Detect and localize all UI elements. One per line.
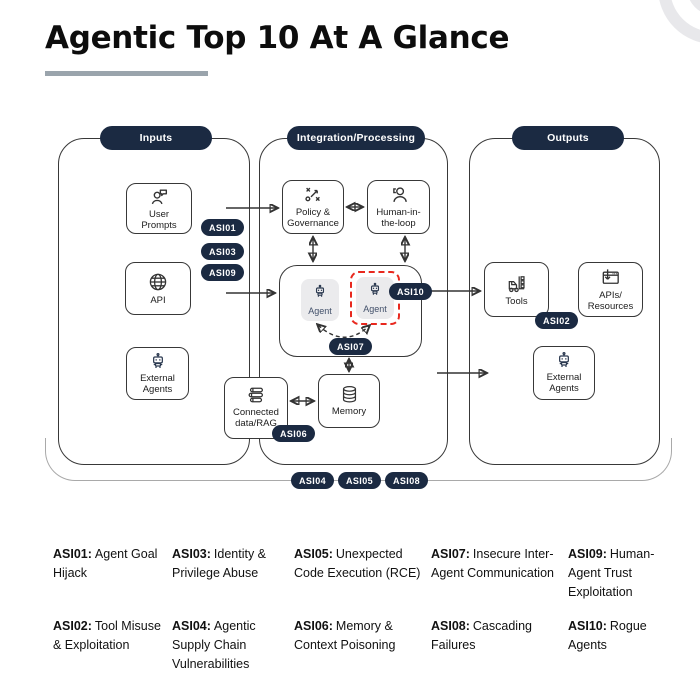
external-agents-inputs-label: External Agents [140, 372, 175, 395]
badge-asi10: ASI10 [389, 283, 433, 300]
badge-asi04: ASI04 [291, 472, 335, 489]
legend-item-asi10: ASI10:Rogue Agents [568, 619, 647, 652]
external-agents-outputs-node: External Agents [533, 346, 595, 400]
apis-resources-label: APIs/ Resources [587, 290, 634, 312]
forklift-icon [504, 272, 529, 295]
legend-item-asi08: ASI08:Cascading Failures [431, 619, 532, 652]
agent-left-label: Agent [308, 306, 332, 316]
robot-icon [312, 284, 328, 305]
external-agents-inputs-node: External Agents [126, 347, 189, 400]
legend-item-asi06: ASI06:Memory & Context Poisoning [294, 619, 396, 652]
title-underline [45, 71, 208, 76]
external-agents-outputs-label: External Agents [546, 372, 582, 394]
api-label: API [150, 295, 166, 307]
policy-governance-node: Policy & Governance [282, 180, 344, 234]
page-title: Agentic Top 10 At A Glance [45, 20, 510, 56]
connected-data-label: Connected data/RAG [233, 407, 279, 429]
user-prompts-label: User Prompts [141, 208, 177, 231]
connector-arrows [226, 0, 700, 510]
legend: ASI01:Agent Goal Hijack ASI03:Identity &… [53, 545, 683, 674]
badge-asi06: ASI06 [272, 425, 316, 442]
tools-label: Tools [505, 295, 528, 307]
badge-asi08: ASI08 [385, 472, 429, 489]
memory-label: Memory [331, 406, 367, 418]
badge-asi09: ASI09 [201, 264, 245, 281]
books-icon [244, 386, 268, 406]
legend-item-asi03: ASI03:Identity & Privilege Abuse [172, 547, 267, 580]
agent-right-node: Agent [356, 277, 394, 319]
badge-asi01: ASI01 [201, 219, 245, 236]
badge-asi07: ASI07 [329, 338, 373, 355]
person-chat-icon [148, 186, 170, 208]
integration-header-pill: Integration/Processing [287, 126, 425, 150]
agent-left-node: Agent [301, 279, 339, 321]
human-in-the-loop-node: Human-in-the-loop [367, 180, 430, 234]
legend-item-asi05: ASI05:Unexpected Code Execution (RCE) [294, 547, 421, 580]
badge-asi02: ASI02 [535, 312, 579, 329]
apis-resources-node: APIs/ Resources [578, 262, 643, 317]
badge-asi03: ASI03 [201, 243, 245, 260]
user-prompts-node: User Prompts [126, 183, 192, 234]
globe-icon [146, 270, 170, 294]
api-node: API [125, 262, 191, 315]
outputs-header-pill: Outputs [512, 126, 624, 150]
legend-item-asi02: ASI02:Tool Misuse & Exploitation [53, 619, 161, 652]
badge-asi05: ASI05 [338, 472, 382, 489]
strategy-icon [302, 184, 324, 206]
legend-item-asi04: ASI04:Agentic Supply Chain Vulnerabiliti… [172, 619, 256, 671]
robot-icon [554, 351, 574, 371]
tools-node: Tools [484, 262, 549, 317]
inputs-header-pill: Inputs [100, 126, 212, 150]
policy-governance-label: Policy & Governance [287, 207, 339, 229]
person-icon [388, 184, 410, 206]
robot-icon [148, 352, 168, 372]
arrow-agent-agent-dashed [318, 325, 369, 338]
browser-download-icon [599, 266, 622, 289]
legend-item-asi09: ASI09:Human-Agent Trust Exploitation [568, 547, 655, 599]
memory-node: Memory [318, 374, 380, 428]
legend-item-asi01: ASI01:Agent Goal Hijack [53, 547, 158, 580]
human-in-the-loop-label: Human-in-the-loop [376, 207, 421, 229]
database-icon [339, 384, 360, 405]
legend-item-asi07: ASI07:Insecure Inter-Agent Communication [431, 547, 554, 580]
agent-right-label: Agent [363, 304, 387, 314]
robot-icon [367, 282, 383, 303]
